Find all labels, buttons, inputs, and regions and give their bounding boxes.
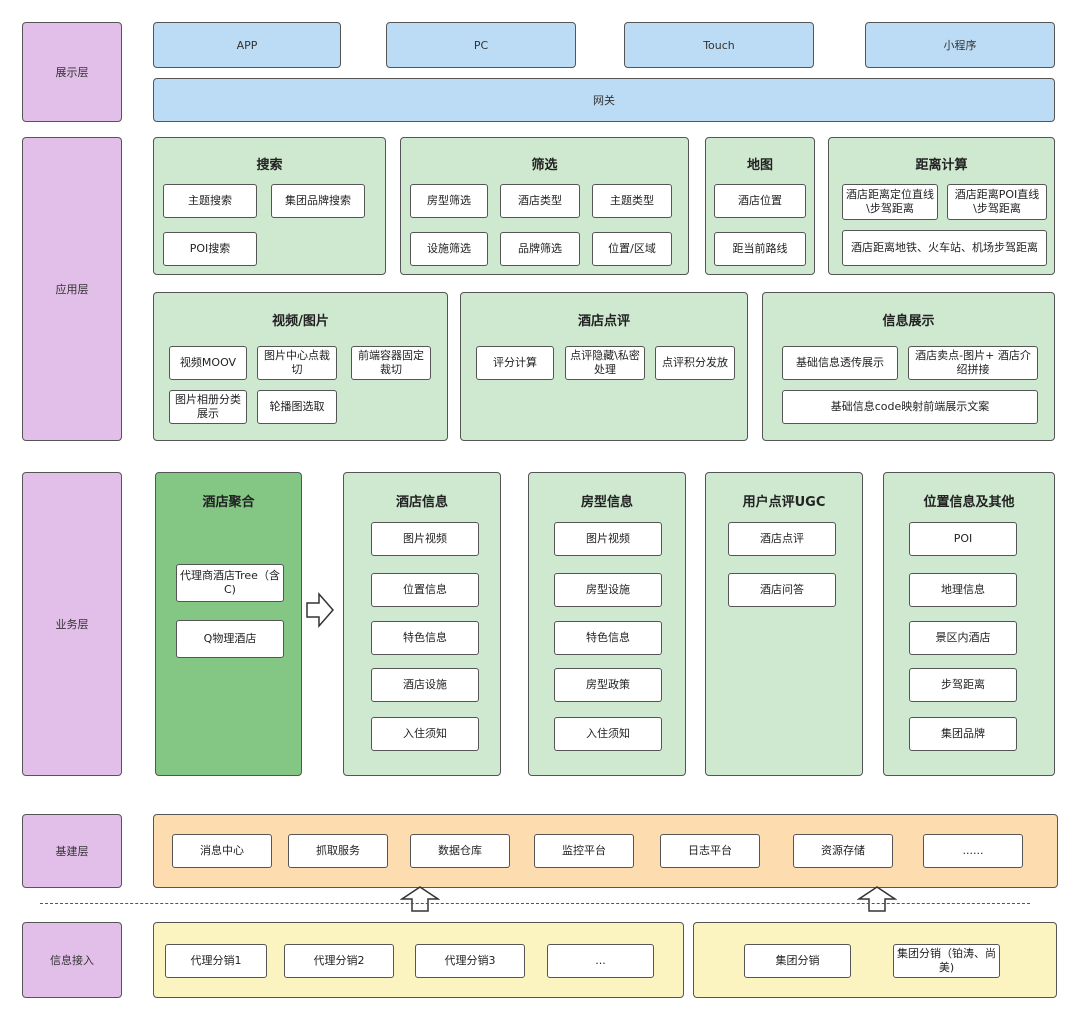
biz-box: 房型设施 (554, 573, 662, 607)
group-title: 房型信息 (580, 495, 633, 510)
app-box: 前端容器固定裁切 (351, 346, 431, 380)
app-box: 视频MOOV (169, 346, 247, 380)
biz-box: 酒店设施 (371, 668, 479, 702)
group-title: 用户点评UGC (742, 495, 826, 510)
app-box: 点评积分发放 (655, 346, 735, 380)
divider (40, 903, 1030, 904)
app-box: 品牌筛选 (500, 232, 580, 266)
app-box: 图片相册分类展示 (169, 390, 247, 424)
group-title: 视频/图片 (272, 314, 329, 329)
app-box: 评分计算 (476, 346, 554, 380)
layer-ingest: 信息接入 (22, 922, 122, 998)
app-box: 图片中心点裁切 (257, 346, 337, 380)
app-box: 主题类型 (592, 184, 672, 218)
ingest-box: 代理分销2 (284, 944, 394, 978)
ingest-box: 代理分销3 (415, 944, 525, 978)
layer-infra: 基建层 (22, 814, 122, 888)
group-title: 地图 (746, 158, 773, 173)
app-box: 点评隐藏\私密处理 (565, 346, 645, 380)
group-title: 筛选 (531, 158, 558, 173)
group-ugc (705, 472, 863, 776)
biz-box: 地理信息 (909, 573, 1017, 607)
layer-display: 展示层 (22, 22, 122, 122)
group-title: 搜索 (256, 158, 283, 173)
group-title: 位置信息及其他 (923, 495, 1015, 510)
arrow-right-icon (306, 592, 334, 628)
app-box: 酒店距离定位直线\步驾距离 (842, 184, 938, 220)
app-box: 集团品牌搜索 (271, 184, 365, 218)
layer-application: 应用层 (22, 137, 122, 441)
app-box: 轮播图选取 (257, 390, 337, 424)
infra-box: 监控平台 (534, 834, 634, 868)
app-box: 酒店类型 (500, 184, 580, 218)
biz-box: 酒店问答 (728, 573, 836, 607)
ingest-box: 集团分销 (744, 944, 851, 978)
layer-business: 业务层 (22, 472, 122, 776)
group-title: 距离计算 (915, 158, 968, 173)
biz-box: 特色信息 (554, 621, 662, 655)
biz-box: 图片视频 (371, 522, 479, 556)
group-title: 酒店信息 (395, 495, 448, 510)
client-miniprogram: 小程序 (865, 22, 1055, 68)
group-title: 信息展示 (882, 314, 935, 329)
biz-box: 酒店点评 (728, 522, 836, 556)
biz-box: 入住须知 (554, 717, 662, 751)
infra-box: 资源存储 (793, 834, 893, 868)
group-title: 酒店点评 (577, 314, 630, 329)
app-box: 酒店卖点-图片+ 酒店介绍拼接 (908, 346, 1038, 380)
infra-box: 数据仓库 (410, 834, 510, 868)
gateway: 网关 (153, 78, 1055, 122)
infra-box: 消息中心 (172, 834, 272, 868)
biz-box: 集团品牌 (909, 717, 1017, 751)
app-box: 酒店距离POI直线\步驾距离 (947, 184, 1047, 220)
biz-box: 特色信息 (371, 621, 479, 655)
biz-box: Q物理酒店 (176, 620, 284, 658)
client-app: APP (153, 22, 341, 68)
app-box: 距当前路线 (714, 232, 806, 266)
biz-box: 景区内酒店 (909, 621, 1017, 655)
infra-box: 日志平台 (660, 834, 760, 868)
app-box: 酒店距离地铁、火车站、机场步驾距离 (842, 230, 1047, 266)
app-box: 位置/区域 (592, 232, 672, 266)
ingest-box: ... (547, 944, 654, 978)
biz-box: 图片视频 (554, 522, 662, 556)
infra-box: ...... (923, 834, 1023, 868)
client-touch: Touch (624, 22, 814, 68)
app-box: 基础信息透传展示 (782, 346, 898, 380)
ingest-box: 代理分销1 (165, 944, 267, 978)
biz-box: 房型政策 (554, 668, 662, 702)
group-title: 酒店聚合 (202, 495, 255, 510)
app-box: 房型筛选 (410, 184, 488, 218)
app-box: 基础信息code映射前端展示文案 (782, 390, 1038, 424)
biz-box: 代理商酒店Tree（含C) (176, 564, 284, 602)
app-box: 酒店位置 (714, 184, 806, 218)
client-pc: PC (386, 22, 576, 68)
arrow-up-icon (400, 886, 440, 912)
infra-box: 抓取服务 (288, 834, 388, 868)
biz-box: 步驾距离 (909, 668, 1017, 702)
arrow-up-icon (857, 886, 897, 912)
ingest-box: 集团分销（铂涛、尚美) (893, 944, 1000, 978)
biz-box: POI (909, 522, 1017, 556)
app-box: 主题搜索 (163, 184, 257, 218)
biz-box: 位置信息 (371, 573, 479, 607)
app-box: 设施筛选 (410, 232, 488, 266)
app-box: POI搜索 (163, 232, 257, 266)
biz-box: 入住须知 (371, 717, 479, 751)
